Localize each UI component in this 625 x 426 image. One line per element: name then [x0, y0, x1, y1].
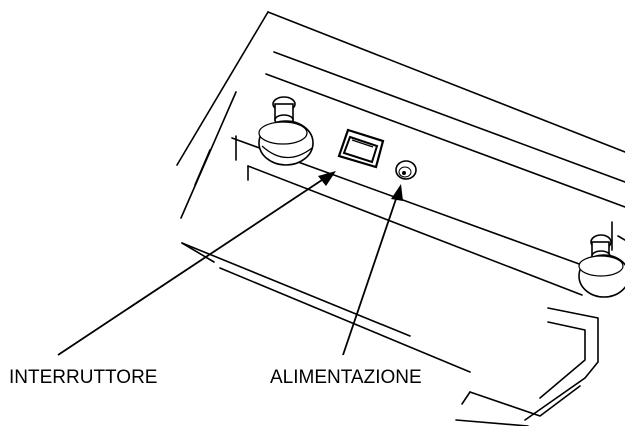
right-foot [578, 234, 625, 298]
leader-arrow-switch [57, 171, 336, 356]
top-surface-left-edge [176, 11, 269, 166]
bracket-front [469, 385, 581, 417]
base-edge-3 [181, 242, 215, 263]
switch-label: INTERRUTTORE [9, 367, 158, 388]
power-switch-icon [337, 128, 385, 169]
top-surface-back-edge [267, 11, 625, 153]
front-panel-bottom [247, 165, 583, 296]
power-socket-icon [395, 160, 417, 180]
left-foot [258, 96, 314, 166]
bracket-outline [524, 307, 599, 421]
base-edge-1 [181, 242, 411, 337]
top-inner-step-lower [265, 73, 625, 208]
right-edge-small [617, 235, 625, 241]
bracket-left [461, 391, 471, 405]
power-label: ALIMENTAZIONE [270, 367, 422, 388]
left-side-edge-inner [194, 149, 211, 186]
bracket-front-lower [455, 419, 529, 426]
bracket-inner [539, 321, 586, 399]
leader-arrow-power [342, 184, 403, 356]
top-inner-step [273, 51, 625, 183]
base-edge-2 [219, 267, 471, 373]
